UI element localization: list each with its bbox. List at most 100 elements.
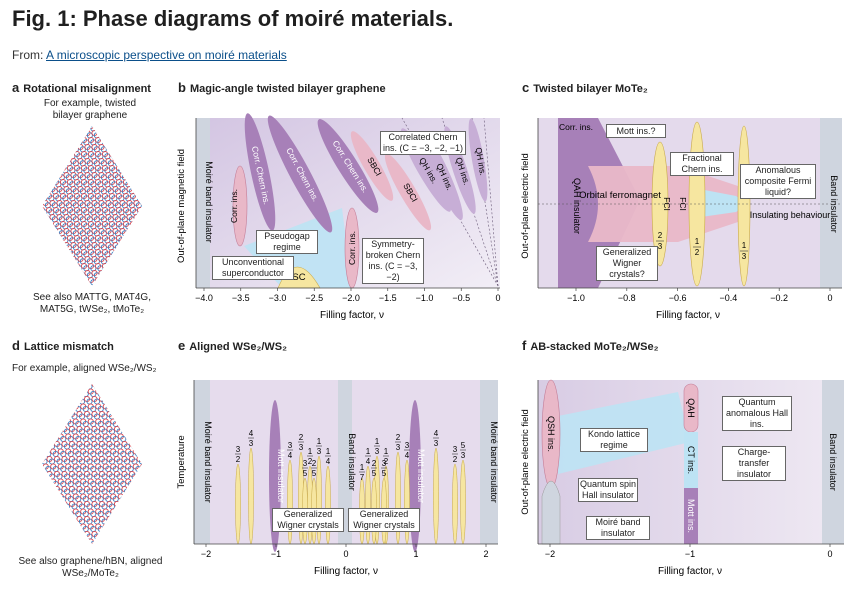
lattice-node-blue — [121, 160, 128, 167]
lattice-node-blue — [127, 390, 134, 398]
fraction-numerator: 3 — [382, 459, 387, 468]
lattice-node-red — [53, 384, 61, 388]
lattice-node-red — [42, 470, 46, 478]
lattice-node-red — [132, 508, 139, 515]
panel-e-xlabel: Filling factor, ν — [314, 566, 378, 577]
fraction-numerator: 1 — [360, 463, 365, 472]
lattice-node-blue — [138, 473, 142, 480]
lattice-node-blue — [42, 126, 48, 132]
lattice-node-blue — [107, 258, 114, 265]
lattice-node-blue — [125, 139, 132, 146]
panel-c-fci-label-1: FCI — [662, 197, 672, 211]
lattice-node-blue — [123, 503, 131, 510]
lattice-node-red — [136, 485, 142, 493]
lattice-node-blue — [138, 518, 142, 525]
lattice-node-blue — [48, 279, 55, 286]
lattice-node-blue — [123, 518, 131, 525]
lattice-node-red — [42, 206, 46, 214]
lattice-node-blue — [58, 146, 65, 153]
lattice-node-red — [42, 395, 46, 403]
lattice-node-blue — [104, 265, 111, 272]
x-tick-label: 2 — [483, 549, 488, 559]
lattice-node-blue — [114, 132, 121, 139]
lattice-node-red — [56, 143, 63, 151]
panel-e-band-ins-label: Band insulator — [347, 433, 357, 491]
lattice-node-red — [42, 478, 49, 485]
lattice-node-red — [42, 192, 46, 200]
lattice-node-blue — [131, 384, 138, 390]
fraction-denominator: 3 — [434, 439, 439, 448]
panel-f-band-region — [822, 380, 844, 544]
lattice-node-blue — [42, 488, 48, 495]
lattice-node-red — [80, 388, 87, 395]
source-link[interactable]: A microscopic perspective on moiré mater… — [46, 48, 287, 62]
lattice-node-red — [126, 227, 133, 235]
lattice-node-blue — [48, 413, 56, 420]
lattice-node-red — [140, 493, 142, 500]
lattice-node-blue — [111, 251, 118, 258]
lattice-node-red — [46, 485, 53, 493]
lattice-node-blue — [105, 525, 112, 533]
lattice-node-red — [102, 388, 109, 395]
lattice-node-red — [83, 384, 91, 388]
panel-e-wigner-right-callout: Generalized Wigner crystals — [348, 508, 420, 532]
lattice-node-blue — [121, 146, 128, 153]
lattice-node-red — [53, 530, 61, 538]
panel-c-f12-den: 2 — [695, 248, 700, 257]
lattice-node-blue — [139, 265, 142, 272]
figure-title: Fig. 1: Phase diagrams of moiré material… — [12, 6, 454, 31]
lattice-node-red — [122, 150, 130, 158]
panel-b-sc-label: SC — [292, 272, 305, 283]
lattice-node-red — [140, 269, 142, 277]
lattice-node-blue — [111, 139, 118, 146]
lattice-node-blue — [112, 390, 119, 398]
lattice-node-red — [126, 171, 133, 179]
lattice-node-blue — [139, 139, 142, 146]
lattice-node-blue — [138, 443, 142, 450]
lattice-node-blue — [131, 503, 138, 510]
lattice-node-blue — [131, 533, 138, 540]
fraction-numerator: 3 — [236, 445, 241, 454]
lattice-node-red — [117, 538, 124, 544]
lattice-node-red — [132, 433, 139, 440]
lattice-node-red — [52, 150, 60, 158]
lattice-node-red — [42, 248, 46, 256]
lattice-node-red — [95, 388, 102, 395]
panel-e-moire-right-region — [480, 380, 498, 544]
lattice-node-blue — [51, 230, 58, 237]
lattice-node-red — [129, 248, 137, 256]
lattice-node-blue — [108, 384, 116, 390]
lattice-node-red — [119, 143, 126, 151]
lattice-node-blue — [42, 458, 48, 465]
lattice-node-blue — [71, 533, 78, 540]
lattice-node-blue — [55, 237, 62, 244]
lattice-node-red — [46, 440, 53, 448]
fraction-numerator: 4 — [434, 429, 439, 438]
lattice-node-blue — [125, 251, 132, 258]
lattice-node-blue — [132, 126, 139, 132]
lattice-node-blue — [83, 279, 90, 286]
lattice-node-blue — [51, 258, 58, 265]
fraction-denominator: 4 — [326, 457, 331, 466]
x-tick-label: −0.8 — [618, 293, 636, 303]
lattice-node-red — [128, 384, 136, 388]
fraction-denominator: 2 — [384, 457, 389, 466]
lattice-node-red — [52, 248, 60, 256]
lattice-node-blue — [107, 146, 114, 153]
lattice-node-red — [42, 410, 46, 418]
lattice-node-red — [42, 136, 46, 144]
lattice-node-red — [122, 234, 130, 242]
lattice-node-red — [101, 262, 109, 270]
fraction-numerator: 2 — [312, 459, 317, 468]
lattice-node-blue — [86, 384, 93, 390]
lattice-node-red — [140, 129, 142, 137]
lattice-node-red — [56, 255, 63, 263]
lattice-node-red — [56, 129, 63, 137]
lattice-node-red — [140, 403, 142, 410]
lattice-node-blue — [139, 209, 142, 216]
lattice-node-red — [63, 269, 70, 277]
panel-c-anomalous-callout: Anomalous composite Fermi liquid? — [740, 164, 816, 199]
lattice-node-red — [136, 178, 142, 186]
